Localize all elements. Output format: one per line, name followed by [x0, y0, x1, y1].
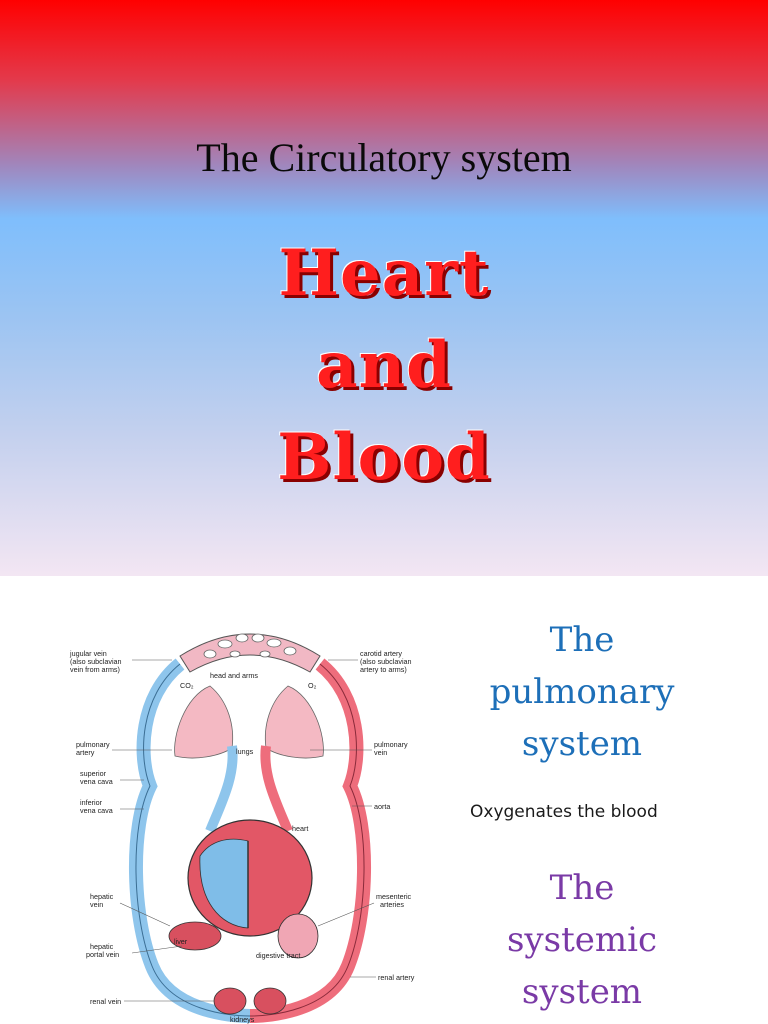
digestive-tract-shape — [277, 913, 319, 959]
svg-text:aorta: aorta — [374, 802, 390, 811]
svg-text:(also subclavian: (also subclavian — [360, 657, 412, 666]
svg-text:hepatic: hepatic — [90, 942, 114, 951]
svg-text:heart: heart — [292, 824, 308, 833]
pulmonary-title-line: system — [521, 724, 643, 764]
svg-text:vein from arms): vein from arms) — [70, 665, 120, 674]
systemic-title-line: systemic — [506, 920, 658, 960]
pulmonary-title-line: The — [549, 620, 615, 660]
svg-text:O₂: O₂ — [308, 681, 317, 690]
svg-text:vein: vein — [90, 900, 103, 909]
svg-text:carotid artery: carotid artery — [360, 649, 402, 658]
svg-text:jugular vein: jugular vein — [69, 649, 107, 658]
leader-lines — [112, 659, 376, 1002]
kidneys-shape — [213, 987, 287, 1015]
systemic-title-line: The — [549, 868, 615, 908]
svg-text:lungs: lungs — [236, 747, 254, 756]
heart-shape — [187, 819, 313, 937]
svg-text:inferior: inferior — [80, 798, 103, 807]
svg-text:mesenteric: mesenteric — [376, 892, 412, 901]
svg-text:portal vein: portal vein — [86, 950, 119, 959]
content-slide: jugular vein (also subclavian vein from … — [0, 576, 768, 1024]
heading-and: and — [316, 328, 452, 403]
svg-text:pulmonary: pulmonary — [374, 740, 408, 749]
svg-text:head and arms: head and arms — [210, 671, 258, 680]
liver-shape — [168, 921, 222, 951]
diagram-labels: jugular vein (also subclavian vein from … — [69, 649, 415, 1024]
svg-text:CO₂: CO₂ — [180, 681, 194, 690]
heading-blood: Blood — [277, 420, 491, 495]
svg-text:artery to arms): artery to arms) — [360, 665, 407, 674]
svg-text:(also subclavian: (also subclavian — [70, 657, 122, 666]
svg-text:arteries: arteries — [380, 900, 404, 909]
pulmonary-title-line: pulmonary — [489, 672, 675, 712]
svg-text:digestive tract: digestive tract — [256, 951, 300, 960]
title-slide: The Circulatory system Heart and Blood — [0, 0, 768, 576]
svg-text:superior: superior — [80, 769, 107, 778]
svg-text:renal artery: renal artery — [378, 973, 415, 982]
head-capillary-network — [179, 633, 321, 673]
svg-text:hepatic: hepatic — [90, 892, 114, 901]
svg-text:artery: artery — [76, 748, 95, 757]
systemic-title-line: system — [521, 972, 643, 1012]
svg-text:vena cava: vena cava — [80, 806, 113, 815]
heading-heart: Heart — [278, 236, 490, 311]
svg-text:pulmonary: pulmonary — [76, 740, 110, 749]
pulmonary-note: Oxygenates the blood — [470, 802, 658, 822]
svg-text:liver: liver — [174, 937, 188, 946]
svg-text:vena cava: vena cava — [80, 777, 113, 786]
svg-text:vein: vein — [374, 748, 387, 757]
lungs-shape — [174, 685, 324, 759]
circulation-diagram: jugular vein (also subclavian vein from … — [69, 633, 415, 1024]
systemic-system-title: The systemic system — [462, 862, 702, 1018]
svg-text:renal vein: renal vein — [90, 997, 121, 1006]
slide-subtitle: The Circulatory system — [196, 135, 572, 180]
pulmonary-system-title: The pulmonary system — [462, 614, 702, 770]
svg-text:kidneys: kidneys — [230, 1015, 255, 1024]
